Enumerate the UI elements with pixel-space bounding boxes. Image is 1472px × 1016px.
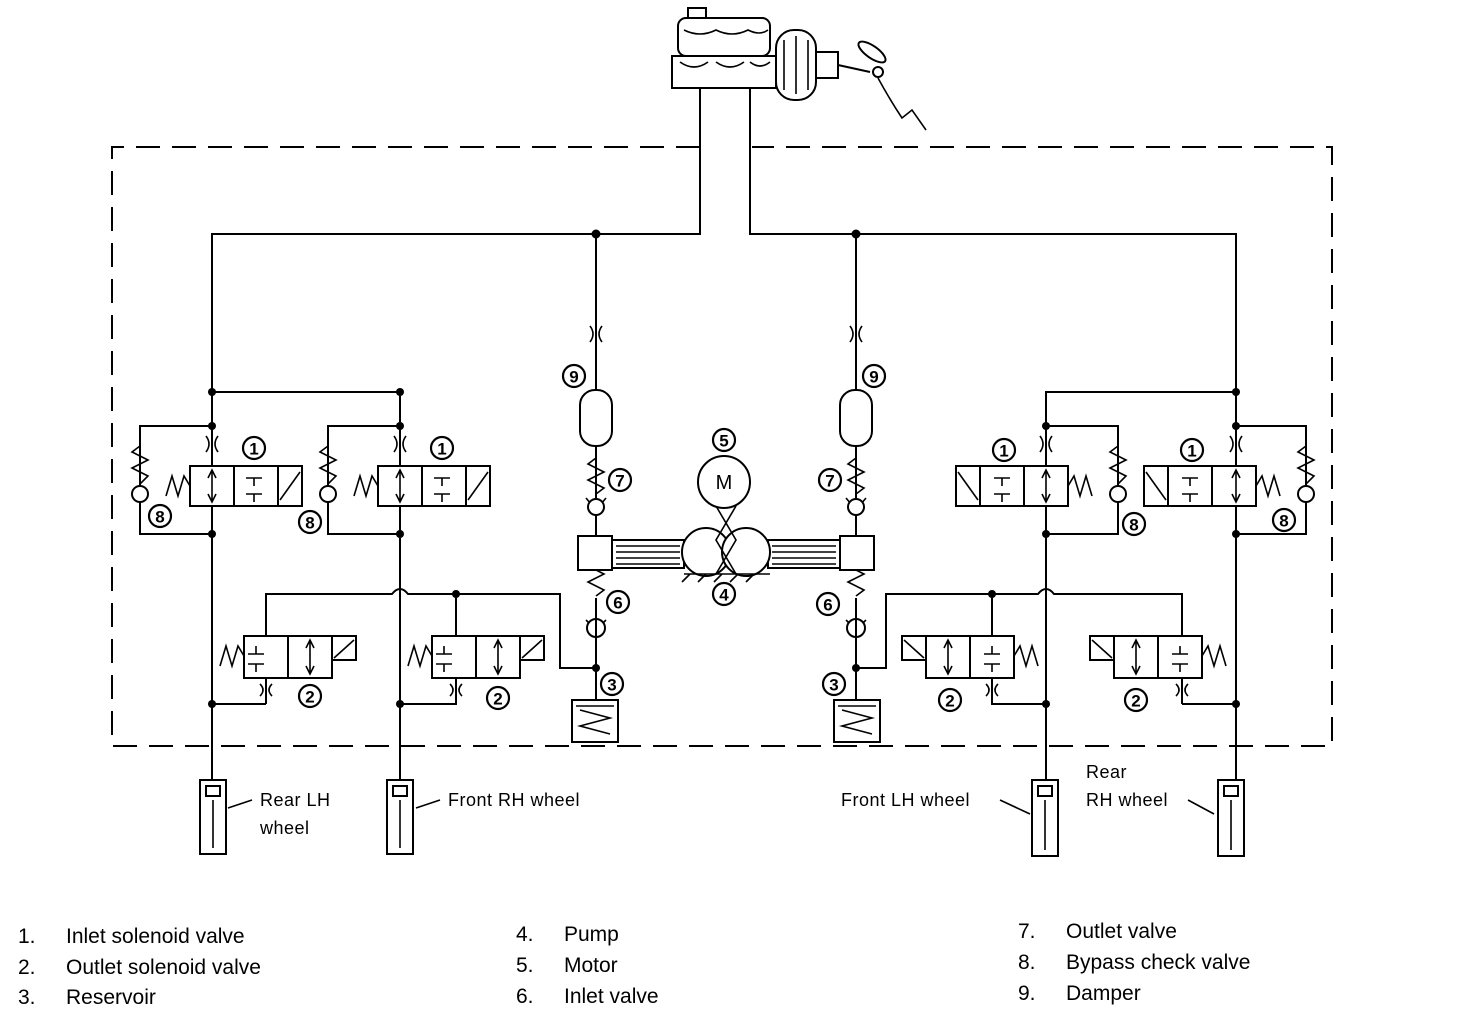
svg-text:2: 2: [1131, 692, 1140, 711]
svg-text:2: 2: [945, 692, 954, 711]
svg-text:5: 5: [719, 432, 728, 451]
legend-number: 8.: [1018, 951, 1036, 974]
front-rh-wheel-label: Front RH wheel: [448, 790, 580, 810]
svg-text:8: 8: [1279, 512, 1288, 531]
svg-text:1: 1: [1187, 442, 1196, 461]
svg-text:1: 1: [437, 440, 446, 459]
pump-motor-assembly: [571, 325, 881, 743]
legend-label: Inlet valve: [564, 985, 659, 1008]
svg-text:3: 3: [829, 676, 838, 695]
callout-1-left-rear: 1: [241, 435, 267, 461]
legend-number: 3.: [18, 986, 36, 1009]
svg-text:6: 6: [613, 594, 622, 613]
legend-number: 2.: [18, 956, 36, 979]
legend-label: Bypass check valve: [1066, 951, 1251, 974]
left-circuit: [130, 388, 600, 800]
callout-8-right-rear: 8: [1271, 507, 1297, 533]
rear-rh-wheel-label-line2: RH wheel: [1086, 790, 1168, 810]
svg-text:7: 7: [825, 472, 834, 491]
svg-text:2: 2: [493, 690, 502, 709]
callout-1-right-rear: 1: [1179, 437, 1205, 463]
wheel-cylinders: [199, 779, 1245, 857]
legend-number: 5.: [516, 954, 534, 977]
svg-text:2: 2: [305, 688, 314, 707]
callout-7-right: 7: [817, 467, 843, 493]
callout-1-right-front: 1: [991, 437, 1017, 463]
legend-label: Outlet solenoid valve: [66, 956, 261, 979]
callout-6-left: 6: [605, 589, 631, 615]
callout-7-left: 7: [607, 467, 633, 493]
legend-number: 7.: [1018, 920, 1036, 943]
callout-3-left: 3: [599, 671, 625, 697]
callout-5-motor: 5: [711, 427, 737, 453]
callout-8-left-front: 8: [297, 509, 323, 535]
callout-2-left-rear: 2: [297, 683, 323, 709]
motor-symbol: M: [716, 472, 733, 494]
legend-label: Reservoir: [66, 986, 156, 1009]
callout-9-left: 9: [561, 363, 587, 389]
callout-2-right-rear: 2: [1123, 687, 1149, 713]
legend-label: Pump: [564, 923, 619, 946]
legend-label: Motor: [564, 954, 618, 977]
svg-text:4: 4: [719, 586, 729, 605]
right-circuit: [852, 388, 1316, 800]
rear-rh-wheel-label-line1: Rear: [1086, 762, 1127, 782]
svg-text:3: 3: [607, 676, 616, 695]
rear-lh-wheel-label-line1: Rear LH: [260, 790, 331, 810]
svg-text:9: 9: [869, 368, 878, 387]
master-cylinder-booster: [671, 7, 927, 131]
callout-9-right: 9: [861, 363, 887, 389]
callout-3-right: 3: [821, 671, 847, 697]
svg-text:6: 6: [823, 596, 832, 615]
svg-text:9: 9: [569, 368, 578, 387]
svg-text:8: 8: [305, 514, 314, 533]
hydraulic-unit-boundary: [111, 146, 1333, 747]
legend-label: Damper: [1066, 982, 1141, 1005]
legend-number: 9.: [1018, 982, 1036, 1005]
legend-label: Inlet solenoid valve: [66, 925, 245, 948]
legend-label: Outlet valve: [1066, 920, 1177, 943]
legend-number: 1.: [18, 925, 36, 948]
main-brake-lines: [211, 88, 1237, 542]
legend-number: 6.: [516, 985, 534, 1008]
callout-6-right: 6: [815, 591, 841, 617]
rear-lh-wheel-label-line2: wheel: [259, 818, 310, 838]
callout-4-pump: 4: [711, 581, 737, 607]
svg-text:1: 1: [249, 440, 258, 459]
callout-8-right-front: 8: [1121, 511, 1147, 537]
callout-2-left-front: 2: [485, 685, 511, 711]
svg-text:7: 7: [615, 472, 624, 491]
callout-1-left-front: 1: [429, 435, 455, 461]
front-lh-wheel-label: Front LH wheel: [841, 790, 970, 810]
svg-text:1: 1: [999, 442, 1008, 461]
svg-text:8: 8: [1129, 516, 1138, 535]
callout-8-left-rear: 8: [147, 503, 173, 529]
callout-2-right-front: 2: [937, 687, 963, 713]
legend-number: 4.: [516, 923, 534, 946]
svg-text:8: 8: [155, 508, 164, 527]
